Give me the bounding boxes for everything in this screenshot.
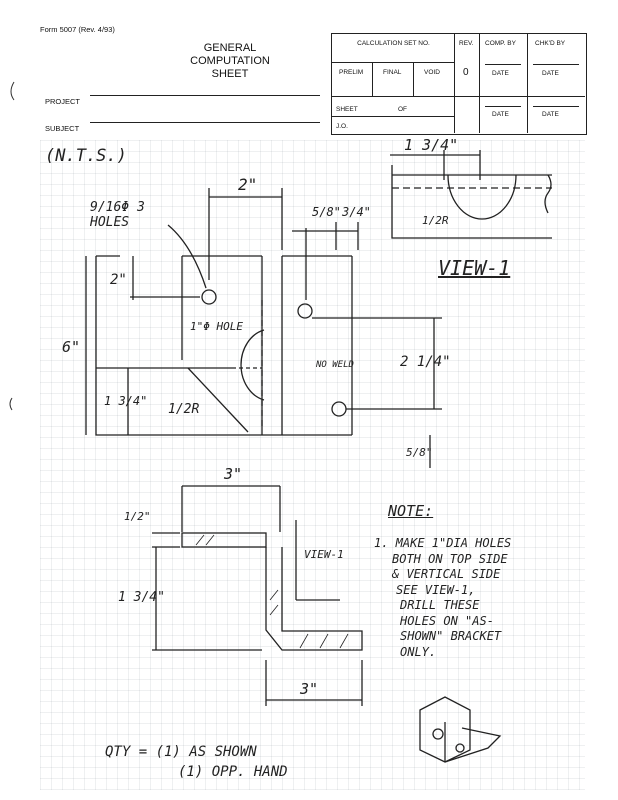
project-field[interactable] bbox=[90, 95, 320, 96]
chkd-by-label: CHK'D BY bbox=[535, 40, 566, 47]
subject-field[interactable] bbox=[90, 122, 320, 123]
binder-marks bbox=[9, 81, 15, 411]
dim-3-bottom: 3" bbox=[300, 680, 319, 698]
dim-3-top: 3" bbox=[224, 465, 243, 483]
comp-by-label: COMP. BY bbox=[485, 40, 516, 47]
view-arrow-label: VIEW-1 bbox=[304, 548, 344, 561]
dim-1-2-r: 1/2R bbox=[168, 402, 200, 417]
note-line: DRILL THESE bbox=[400, 598, 480, 612]
dim-1-3-4-left: 1 3/4" bbox=[104, 394, 148, 408]
note-line: SEE VIEW-1, bbox=[396, 582, 476, 597]
hole-label: 1"Φ HOLE bbox=[190, 320, 243, 333]
graph-paper-grid bbox=[40, 140, 585, 790]
note-title: NOTE: bbox=[388, 502, 434, 520]
header-table bbox=[331, 33, 587, 135]
dim-5-8: 5/8" bbox=[312, 205, 341, 219]
rev-label: REV. bbox=[459, 40, 474, 47]
form-number: Form 5007 (Rev. 4/93) bbox=[40, 25, 115, 34]
title-line-1: GENERAL bbox=[203, 42, 257, 54]
hole-1 bbox=[201, 289, 217, 305]
calc-set-label: CALCULATION SET NO. bbox=[357, 40, 430, 47]
form-title: GENERAL COMPUTATION SHEET bbox=[140, 42, 320, 81]
dim-1-2-r-view: 1/2R bbox=[422, 214, 449, 227]
of-label: OF bbox=[398, 106, 408, 113]
void-checkbox[interactable]: VOID bbox=[424, 69, 440, 76]
chk-date-label: DATE bbox=[542, 70, 559, 77]
qty-line-2: (1) OPP. HAND bbox=[178, 764, 288, 780]
note-line: & VERTICAL SIDE bbox=[392, 567, 501, 581]
chk-date-label-2: DATE bbox=[542, 111, 559, 118]
sheet-label: SHEET bbox=[336, 106, 358, 113]
dim-1-2: 1/2" bbox=[124, 510, 151, 523]
dim-3-4-top: 3/4" bbox=[342, 205, 371, 219]
note-line: ONLY. bbox=[400, 644, 437, 659]
dim-2-top: 2" bbox=[238, 175, 258, 194]
comp-date-label: DATE bbox=[492, 70, 509, 77]
weld-label: NO WELD bbox=[316, 360, 354, 370]
dim-1-3-4-side: 1 3/4" bbox=[118, 590, 165, 605]
project-label: PROJECT bbox=[45, 97, 81, 106]
final-checkbox[interactable]: FINAL bbox=[383, 69, 402, 76]
note-line: SHOWN" BRACKET bbox=[400, 629, 502, 643]
dim-2-1-4: 2 1/4" bbox=[400, 354, 451, 370]
note-body: 1. MAKE 1"DIA HOLES BOTH ON TOP SIDE & V… bbox=[374, 536, 584, 660]
title-line-3: SHEET bbox=[211, 68, 249, 80]
holes-callout: 9/16Φ 3 HOLES bbox=[90, 200, 145, 230]
dim-5-8-bottom: 5/8" bbox=[406, 446, 433, 459]
plate-outline-left bbox=[95, 256, 282, 436]
dim-1-3-4-view: 1 3/4" bbox=[404, 136, 459, 154]
title-line-2: COMPUTATION bbox=[190, 55, 270, 67]
note-line: BOTH ON TOP SIDE bbox=[392, 551, 508, 566]
note-line: HOLES ON "AS- bbox=[400, 613, 494, 628]
half-hole-arc bbox=[240, 329, 265, 401]
scale-note: (N.T.S.) bbox=[45, 146, 127, 166]
qty-line-1: QTY = (1) AS SHOWN bbox=[105, 744, 257, 760]
hole-2 bbox=[297, 303, 313, 319]
jo-label: J.O. bbox=[336, 123, 348, 130]
subject-label: SUBJECT bbox=[45, 124, 80, 133]
comp-date-label-2: DATE bbox=[492, 111, 509, 118]
dim-6: 6" bbox=[62, 338, 81, 356]
dim-2-left: 2" bbox=[110, 272, 127, 288]
hole-3 bbox=[331, 401, 347, 417]
view-1-label: VIEW-1 bbox=[438, 256, 511, 280]
note-line: 1. MAKE 1"DIA HOLES bbox=[374, 536, 512, 550]
prelim-checkbox[interactable]: PRELIM bbox=[339, 69, 364, 76]
rev-value: 0 bbox=[463, 67, 469, 78]
